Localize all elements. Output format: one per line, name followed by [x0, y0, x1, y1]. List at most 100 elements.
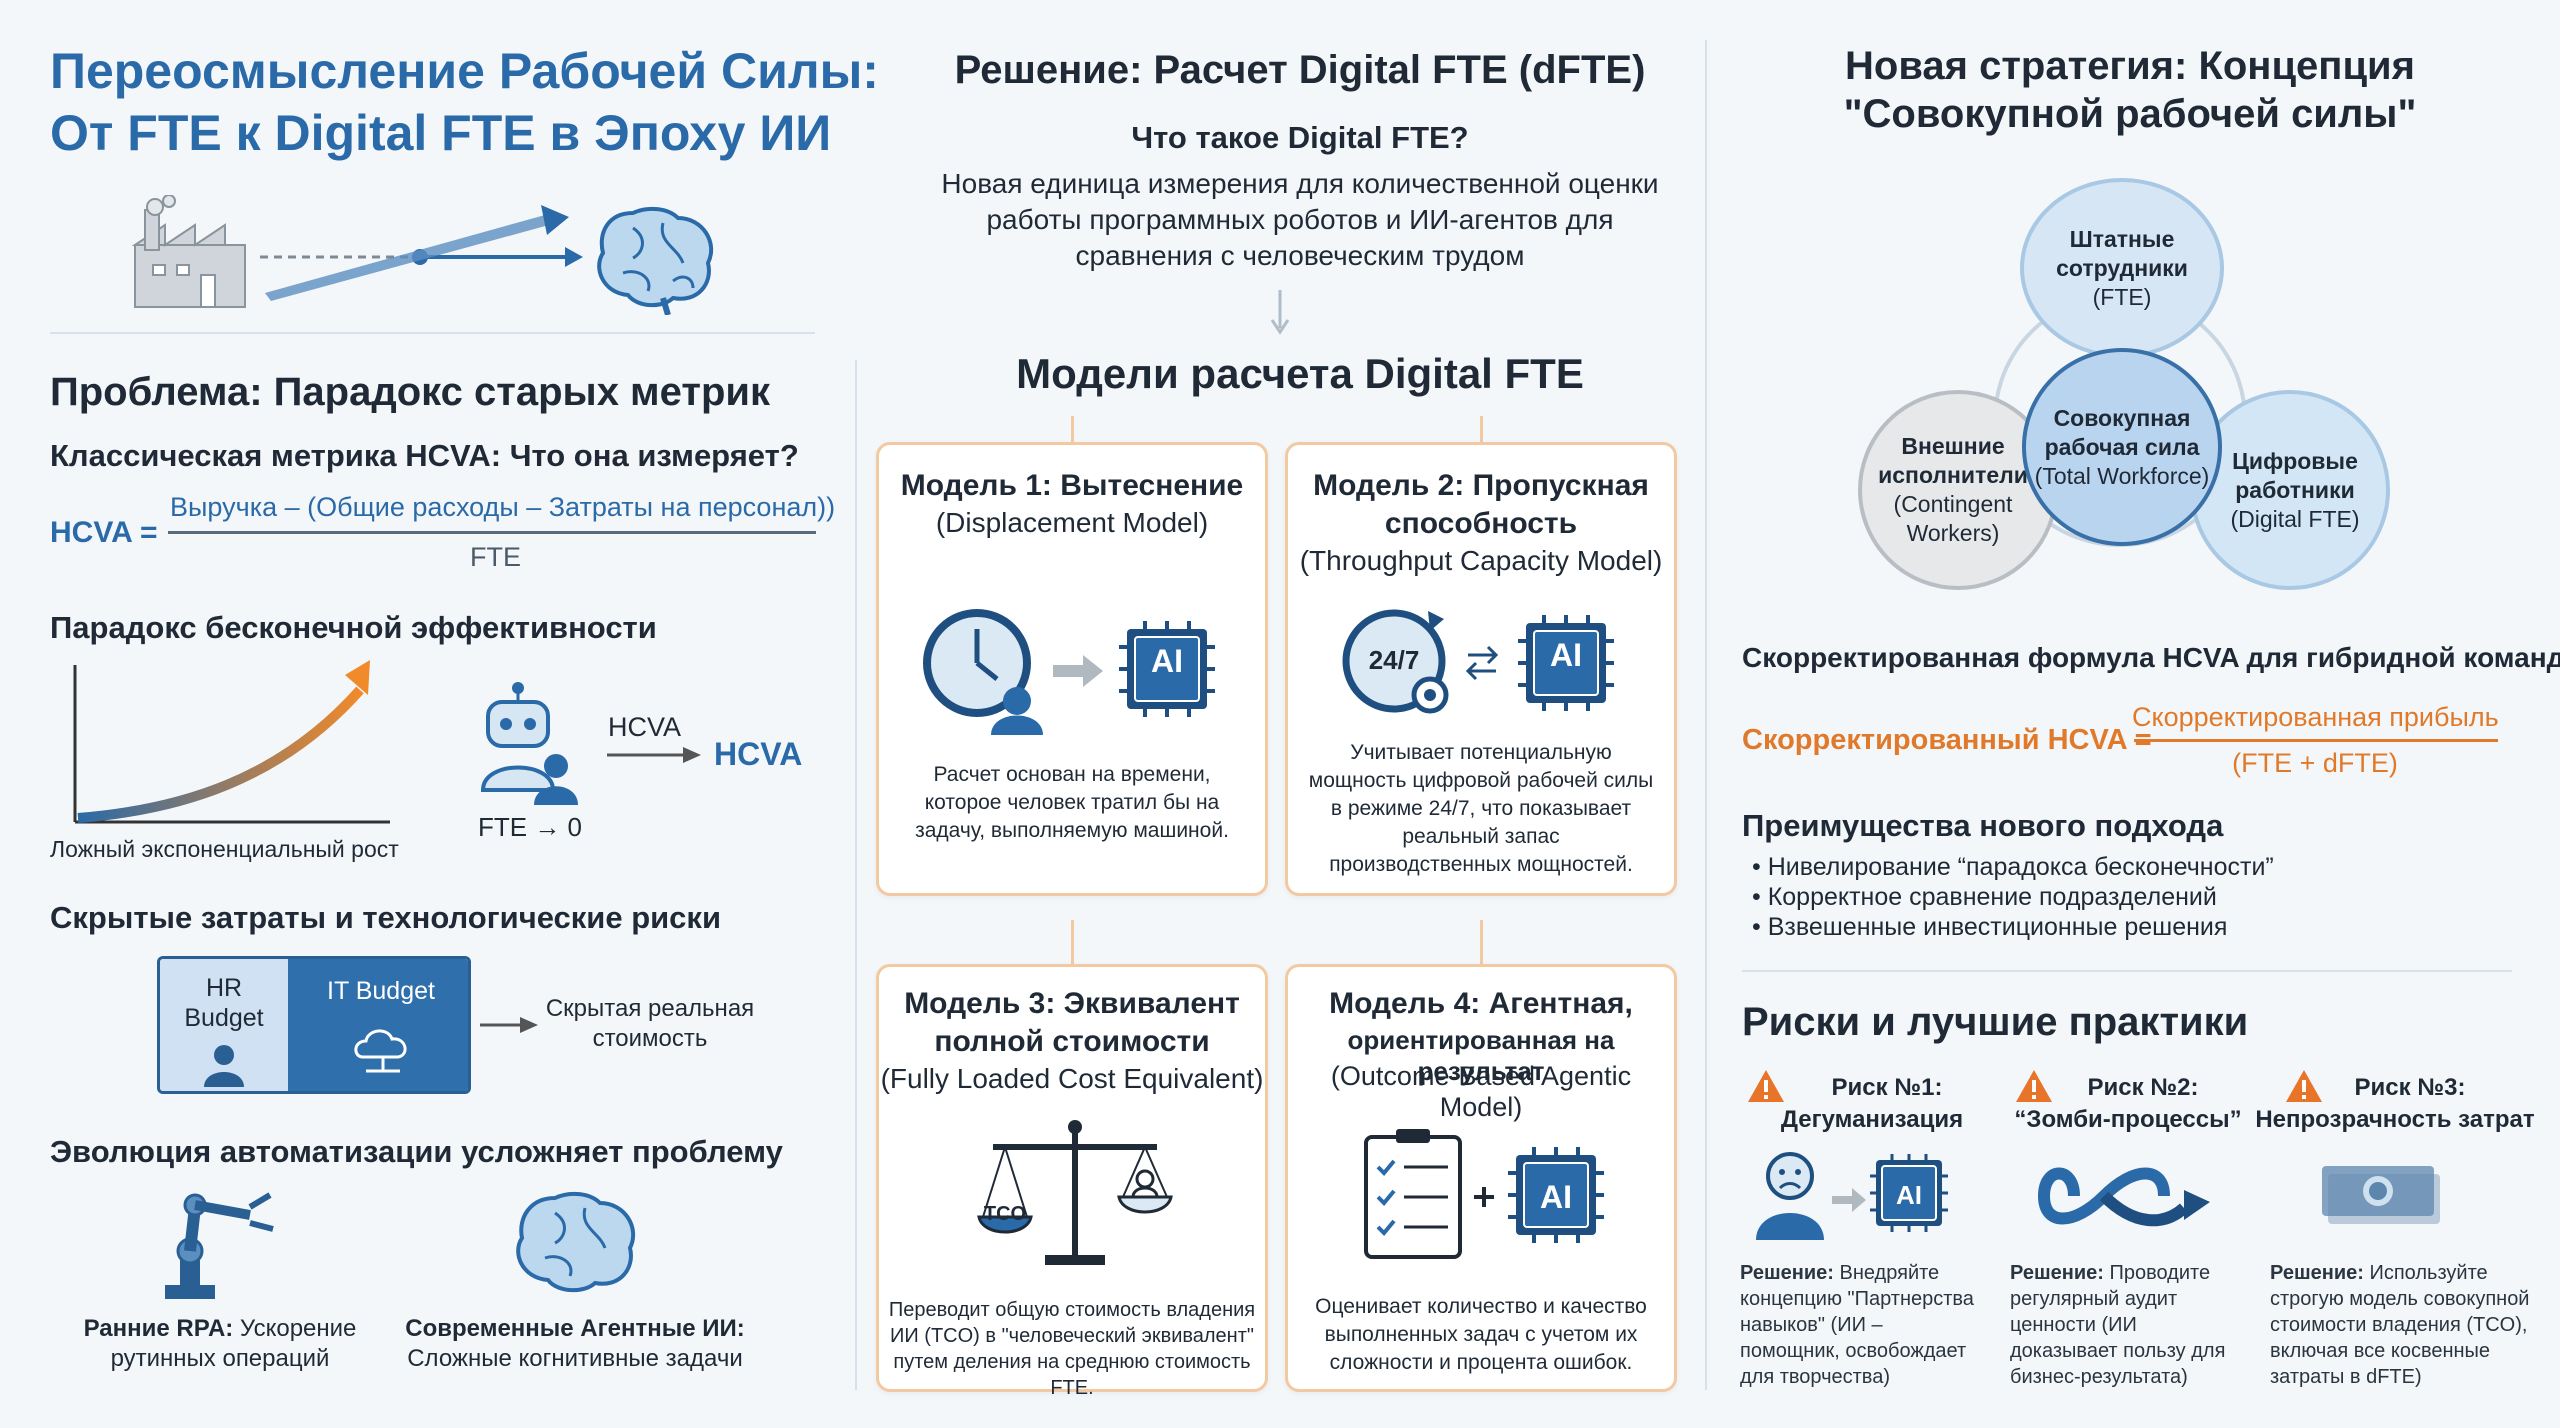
hcva-label: HCVA = [50, 516, 158, 549]
benefit-item: • Нивелирование “парадокса бесконечности… [1752, 853, 2274, 881]
hcva-big-label: HCVA [714, 736, 803, 772]
evolution-heading: Эволюция автоматизации усложняет проблем… [50, 1134, 783, 1169]
venn-line: Совокупная [2053, 404, 2191, 431]
model-title-2: полной стоимости [934, 1025, 1210, 1058]
desc-line: мощность цифровой рабочей силы [1308, 769, 1654, 792]
brain-icon [516, 1191, 636, 1293]
solution-line: ценности (ИИ [2010, 1314, 2137, 1336]
model-title: Модель 1: Вытеснение [900, 469, 1244, 502]
solution-line: стоимости владения (TCO), [2270, 1314, 2528, 1336]
ai-chip-icon [1518, 615, 1614, 711]
plus-icon [1474, 1187, 1494, 1207]
desc-line: производственных мощностей. [1329, 853, 1633, 876]
solution-line: концепцию "Партнерства [1740, 1288, 1974, 1310]
venn-line: (Digital FTE) [2230, 505, 2360, 532]
definition-line3: сравнения с человеческим трудом [1075, 240, 1525, 271]
solution-line: Внедряйте [1833, 1262, 1940, 1284]
tco-label: TCO [983, 1203, 1027, 1225]
displacement-graphic [923, 609, 1215, 735]
what-is-dfte: Что такое Digital FTE? [1131, 120, 1469, 155]
risk-2-title: Риск №2: “Зомби-процессы” [2008, 1072, 2248, 1136]
desc-line: которое человек тратил бы на [924, 791, 1220, 814]
venn-line: (Contingent [1893, 491, 2013, 517]
exponential-growth-chart [73, 660, 390, 824]
ai-chip-label: AI [1540, 1179, 1572, 1215]
model-card-3: Модель 3: Эквивалент полной стоимости (F… [876, 964, 1268, 1399]
strategy-heading-1: Новая стратегия: Концепция [1845, 44, 2415, 88]
desc-line: Оценивает количество и качество [1315, 1295, 1647, 1318]
venn-line: (Total Workforce) [2034, 462, 2210, 489]
strategy-heading-2: "Совокупной рабочей силы" [1843, 92, 2417, 136]
model-title: Модель 3: Эквивалент [904, 987, 1240, 1020]
solution-line: для творчества) [1740, 1366, 1890, 1388]
ai-chip-label: AI [1151, 643, 1183, 679]
venn-line: работники [2235, 476, 2355, 503]
model-subtitle: (Fully Loaded Cost Equivalent) [880, 1063, 1264, 1094]
hcva-denominator: FTE [470, 542, 521, 572]
warning-icon [2016, 1070, 2052, 1102]
clock-icon [923, 609, 1043, 735]
modern-ai-caption: Современные Агентные ИИ: Сложные когнити… [405, 1314, 745, 1374]
adj-numerator: Скорректированная прибыль [2132, 702, 2499, 732]
hcva-numerator: Выручка – (Общие расходы – Затраты на пе… [170, 492, 836, 522]
desc-line: реальный запас [1402, 825, 1560, 848]
risk-title-line: “Зомби-процессы” [2014, 1106, 2242, 1133]
risk-title-line: Риск №1: [1831, 1074, 1943, 1101]
desc-line: в режиме 24/7, что показывает [1330, 797, 1632, 820]
model-desc: Оценивает количество и качество выполнен… [1288, 1293, 1674, 1377]
desc-line: путем деления на среднюю стоимость [893, 1351, 1251, 1373]
solution-label: Решение: [2010, 1262, 2104, 1284]
main-title-line2: От FTE к Digital FTE в Эпоху ИИ [50, 105, 832, 161]
it-budget-label: IT Budget [327, 977, 435, 1005]
arrow-down-icon [1270, 290, 1290, 335]
ai-chip-icon [1508, 1147, 1604, 1243]
early-rpa-text: Ускорение [233, 1315, 357, 1342]
desc-line: ИИ (TCO) в "человеческий эквивалент" [889, 1325, 1254, 1347]
adj-formula-heading: Скорректированная формула HCVA для гибри… [1742, 642, 2560, 673]
risk-title-line: Дегуманизация [1780, 1106, 1964, 1133]
model-title: Модель 2: Пропускная [1313, 469, 1649, 502]
modern-ai-bold: Современные Агентные ИИ: [405, 1315, 745, 1342]
risks-heading: Риски и лучшие практики [1742, 1000, 2249, 1044]
desc-line: задачу, выполняемую машиной. [915, 819, 1229, 842]
paradox-heading: Парадокс бесконечной эффективности [50, 610, 657, 645]
venn-line: Штатные [2069, 225, 2175, 252]
main-title-line1: Переосмысление Рабочей Силы: [50, 43, 879, 99]
budget-box: HR Budget IT Budget [157, 956, 471, 1094]
early-rpa-caption: Ранние RPA: Ускорение рутинных операций [70, 1314, 370, 1374]
model-desc: Расчет основан на времени, которое челов… [879, 761, 1265, 845]
venn-line: рабочая сила [2044, 433, 2200, 460]
solution-line: Используйте [2363, 1262, 2488, 1284]
solution-line: доказывает пользу для [2010, 1340, 2226, 1362]
model-desc: Учитывает потенциальную мощность цифрово… [1288, 739, 1674, 879]
venn-line: (FTE) [2092, 283, 2152, 310]
definition-line2: работы программных роботов и ИИ-агентов … [986, 204, 1614, 235]
clock-247-icon [1342, 609, 1449, 714]
desc-line: сложности и процента ошибок. [1329, 1351, 1633, 1374]
desc-line: FTE. [1050, 1377, 1094, 1399]
early-rpa-text2: рутинных операций [110, 1345, 330, 1372]
risk-1-title: Риск №1: Дегуманизация [1752, 1072, 1992, 1136]
hr-budget-label: HR Budget [184, 974, 264, 1032]
arrow-right-icon [480, 1017, 538, 1033]
model-title: Модель 4: Агентная, [1329, 987, 1633, 1020]
risk-2-solution: Решение: Проводите регулярный аудит ценн… [2010, 1260, 2260, 1390]
hr-budget-section: HR Budget [160, 959, 288, 1091]
warning-icon [2286, 1070, 2322, 1102]
adj-fraction-line [2134, 739, 2498, 742]
ai-chip-label: AI [1550, 637, 1582, 673]
solution-line: бизнес-результата) [2010, 1366, 2188, 1388]
hidden-costs-heading: Скрытые затраты и технологические риски [50, 900, 721, 935]
model-card-1: Модель 1: Вытеснение (Displacement Model… [876, 442, 1268, 896]
desc-line: Расчет основан на времени, [933, 763, 1211, 786]
venn-line: Внешние [1901, 433, 2005, 459]
solution-label: Решение: [2270, 1262, 2364, 1284]
risk-title-line: Непрозрачность затрат [2255, 1106, 2535, 1133]
benefits-list: • Нивелирование “парадокса бесконечности… [1752, 852, 2472, 942]
risk-title-line: Риск №2: [2087, 1074, 2199, 1101]
factory-to-brain-graphic [131, 195, 714, 315]
false-growth-caption: Ложный экспоненциальный рост [50, 836, 399, 862]
solution-heading: Решение: Расчет Digital FTE (dFTE) [954, 48, 1646, 92]
